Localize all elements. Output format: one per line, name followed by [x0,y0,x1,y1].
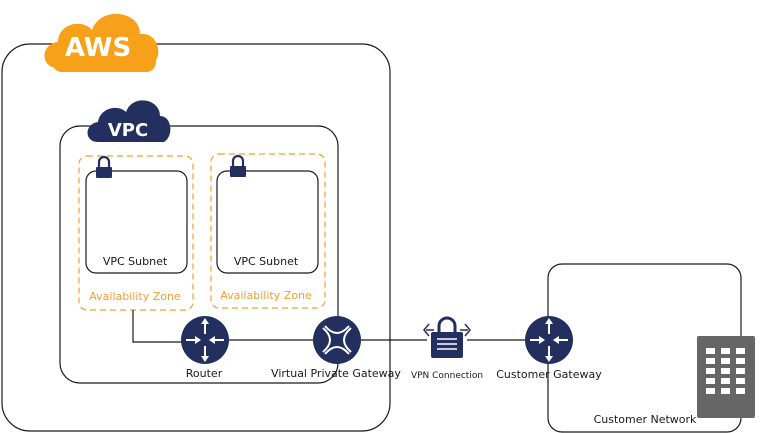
vpc-cloud-icon: VPC [87,100,171,142]
vpc-subnet-2 [216,170,319,274]
subnet-1-label: VPC Subnet [103,255,168,268]
aws-cloud-icon: AWS [44,13,159,72]
vpg-label: Virtual Private Gateway [271,367,401,380]
server-icon [697,336,755,418]
customer-network-label: Customer Network [594,413,697,426]
availability-zone-2 [210,153,326,309]
availability-zone-1 [78,155,194,311]
vpc-subnet-1 [85,170,188,274]
gateway-icon[interactable] [313,316,361,364]
router-icon[interactable] [525,316,573,364]
lock-icon [230,154,246,177]
aws-label: AWS [65,33,131,63]
zone-1-label: Availability Zone [89,290,181,303]
subnet-2-label: VPC Subnet [234,255,299,268]
vpc-boundary [59,125,339,384]
router-label: Router [186,367,223,380]
connection-lines [132,310,526,343]
lock-icon [96,155,112,178]
aws-cloud-boundary [1,43,391,432]
router-icon[interactable] [181,316,229,364]
vpc-label: VPC [108,120,148,141]
vpn-icon[interactable] [423,316,471,358]
zone-2-label: Availability Zone [220,289,312,302]
vpn-label: VPN Connection [411,371,483,381]
cgw-label: Customer Gateway [496,368,602,381]
